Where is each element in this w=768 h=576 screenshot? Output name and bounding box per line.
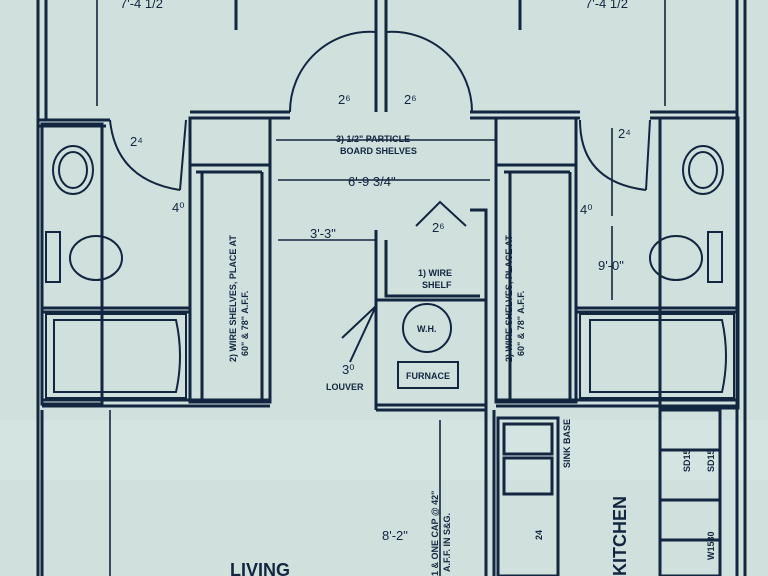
walls — [36, 0, 747, 576]
kitchen-label: KITCHEN — [610, 496, 630, 576]
door-center-left: 2⁶ — [338, 92, 351, 107]
door-right-a: 2⁴ — [618, 126, 631, 141]
fixtures — [45, 145, 735, 399]
wire-shelves-right-line2: 60" & 78" A.F.F. — [516, 291, 526, 356]
paper-fold-band — [0, 420, 768, 480]
dimension-labels: 7'-4 1/2 7'-4 1/2 2⁴ 2⁴ 2⁶ 2⁶ 4⁰ 4⁰ 2⁶ 3… — [120, 0, 716, 576]
cabinet-label-1: SD15 — [682, 449, 692, 472]
cabinet-label-3: W1530 — [706, 531, 716, 560]
dim-hall-width: 6'-9 3/4" — [348, 174, 396, 189]
dimension-lines — [96, 0, 666, 576]
wire-shelves-left-line1: 2) WIRE SHELVES, PLACE AT — [228, 235, 238, 362]
door-left-a: 2⁴ — [130, 134, 143, 149]
living-label: LIVING — [230, 560, 290, 576]
top-dim-left: 7'-4 1/2 — [120, 0, 163, 11]
cabinet-label-4: 24 — [534, 530, 544, 540]
wire-shelf-line2: SHELF — [422, 280, 452, 290]
wire-shelf-line1: 1) WIRE — [418, 268, 452, 278]
top-dim-right: 7'-4 1/2 — [585, 0, 628, 11]
wire-shelves-right-line1: 2) WIRE SHELVES, PLACE AT — [504, 235, 514, 362]
door-center-right: 2⁶ — [404, 92, 417, 107]
door-louver-number: 3⁰ — [342, 362, 354, 377]
water-heater-label: W.H. — [417, 324, 437, 334]
louver-label: LOUVER — [326, 382, 364, 392]
dim-bottom: 8'-2" — [382, 528, 408, 543]
dim-bath-right: 9'-0" — [598, 258, 624, 273]
wire-shelves-left-line2: 60" & 78" A.F.F. — [240, 291, 250, 356]
door-right-b: 4⁰ — [580, 202, 592, 217]
shelves-note-line1: 3) 1/2" PARTICLE — [336, 134, 410, 144]
door-left-b: 4⁰ — [172, 200, 184, 215]
wire-note-bottom-line1: 1 & ONE CAP @ 42" — [430, 491, 440, 576]
door-swings — [109, 30, 651, 363]
cabinet-label-2: SD15 — [706, 449, 716, 472]
shelves-note-line2: BOARD SHELVES — [340, 146, 417, 156]
cabinet-label-5: SINK BASE — [562, 419, 572, 468]
door-small: 2⁶ — [432, 220, 445, 235]
wire-note-bottom-line2: A.F.F. IN S&G. — [442, 513, 452, 572]
dim-closet: 3'-3" — [310, 226, 336, 241]
furnace-label: FURNACE — [406, 371, 450, 381]
